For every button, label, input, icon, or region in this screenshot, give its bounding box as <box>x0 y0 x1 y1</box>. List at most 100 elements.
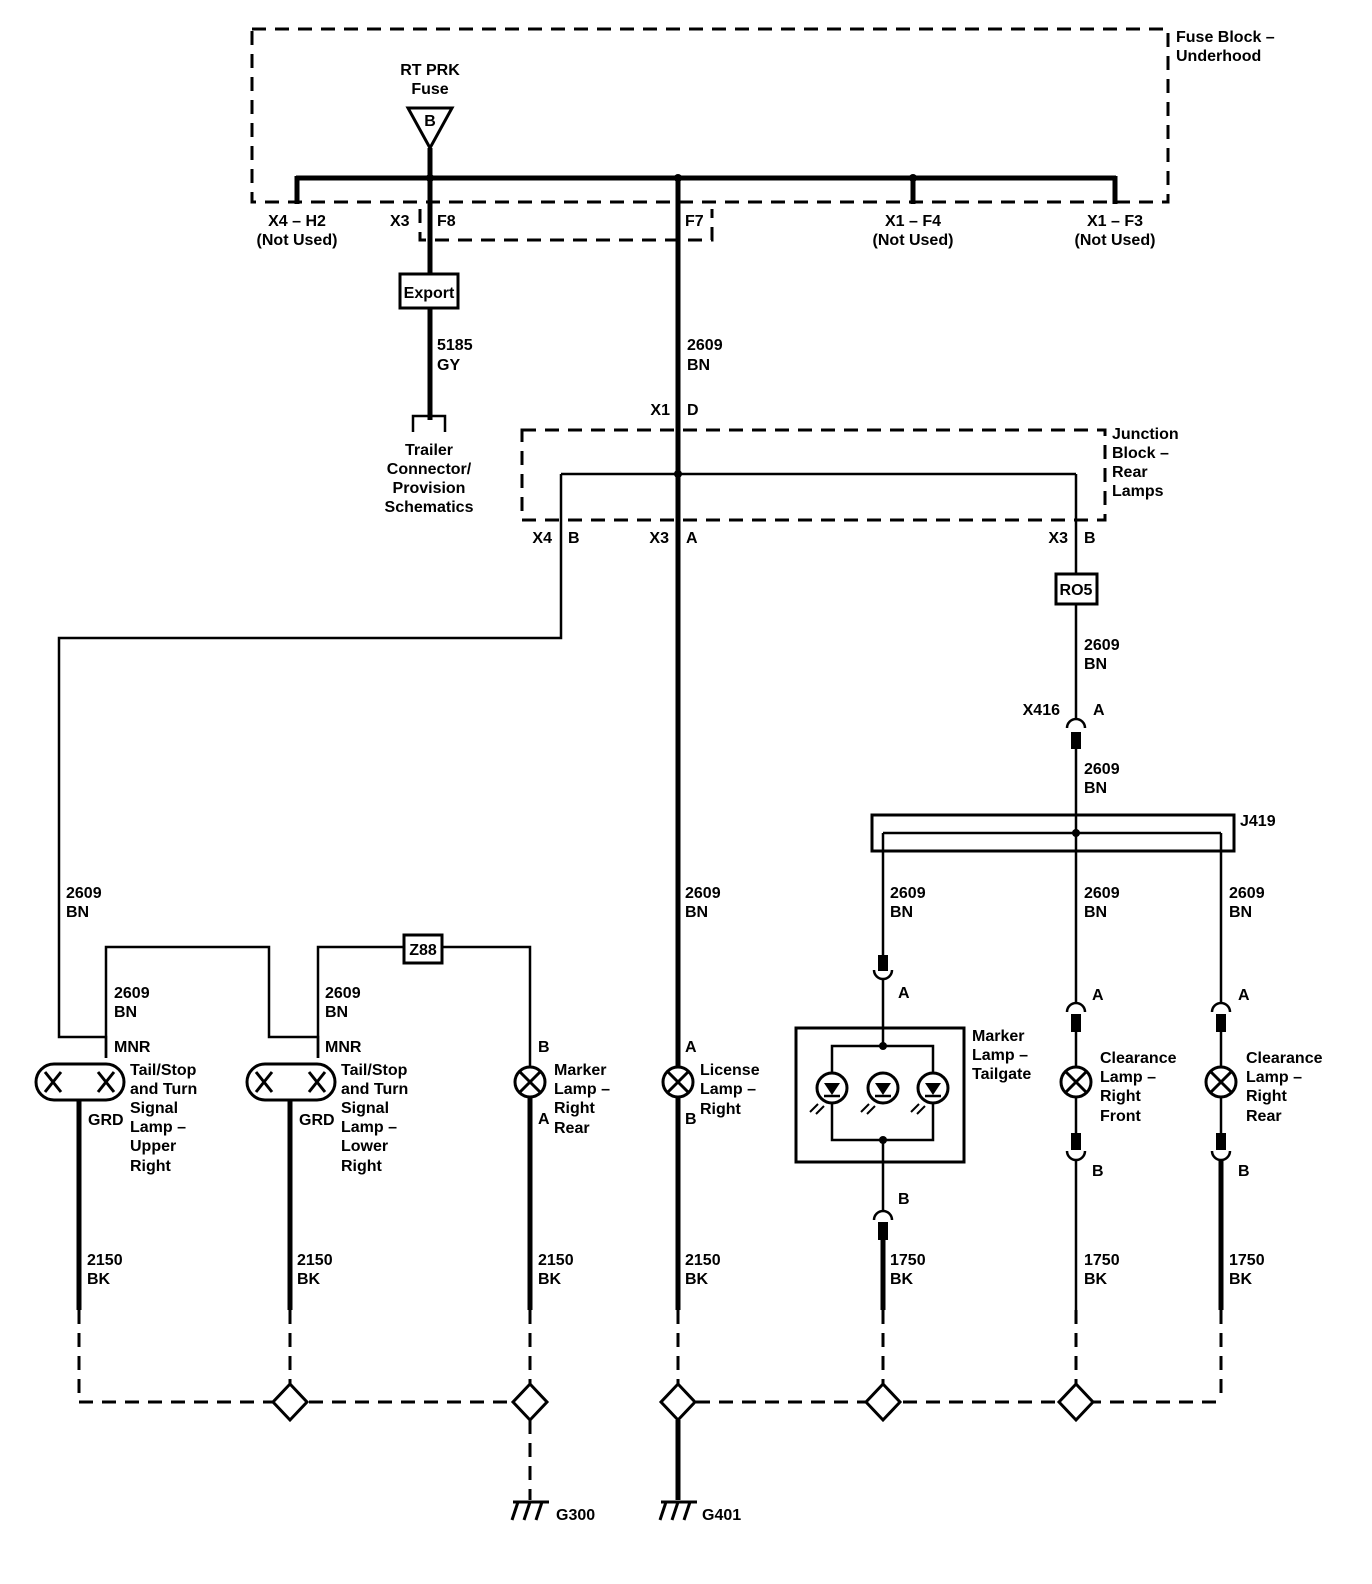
wire-2609-z88 <box>316 945 404 1058</box>
lower-name-1: Tail/Stop <box>341 1062 408 1079</box>
jb-pin-x4: X4 <box>532 530 552 547</box>
ground-splice-diamond <box>510 1381 550 1423</box>
jb-pin-x3b: X3 <box>1048 530 1068 547</box>
wire-1750-clear-rear-color: BK <box>1229 1271 1253 1288</box>
tailgate-name-1: Marker <box>972 1028 1024 1045</box>
junction-block-title-1: Junction <box>1112 426 1179 443</box>
junction-block-boundary <box>520 428 1107 522</box>
lower-name-5: Lower <box>341 1138 388 1155</box>
tailgate-pin-b-female <box>872 1209 894 1221</box>
lower-grd: GRD <box>299 1112 335 1129</box>
wire-1750-clear-front-num: 1750 <box>1084 1252 1120 1269</box>
pin-x3: X3 <box>390 213 410 230</box>
j419-label: J419 <box>1240 813 1276 830</box>
clear-rear-pin-b: B <box>1238 1163 1250 1180</box>
upper-mnr: MNR <box>114 1039 151 1056</box>
tailgate-pin-a-male <box>878 955 888 971</box>
x416-pin: A <box>1093 702 1105 719</box>
ground-splice-diamond <box>863 1381 903 1423</box>
wire-2150-marker-num: 2150 <box>538 1252 574 1269</box>
marker-rr-name-3: Right <box>554 1100 596 1117</box>
marker-lamp-tailgate <box>794 1026 966 1164</box>
fuse-terminal: B <box>424 113 436 130</box>
wire-lower-color: BN <box>325 1004 348 1021</box>
z88-label: Z88 <box>409 942 437 959</box>
x416-connector-male <box>1071 732 1081 749</box>
jb-input-pin: D <box>687 402 699 419</box>
wire-5185-color: GY <box>437 357 460 374</box>
marker-rr-name-4: Rear <box>554 1120 590 1137</box>
wire-5185-num: 5185 <box>437 337 473 354</box>
ground-splice-diamond <box>658 1381 698 1423</box>
wire-2150-license-num: 2150 <box>685 1252 721 1269</box>
wire-1750-tailgate-num: 1750 <box>890 1252 926 1269</box>
lower-mnr: MNR <box>325 1039 362 1056</box>
wire-license-color: BN <box>685 904 708 921</box>
wire-2150-upper-num: 2150 <box>87 1252 123 1269</box>
tailgate-pin-b-male <box>878 1222 888 1240</box>
wire-2609-left-color: BN <box>66 904 89 921</box>
license-name-1: License <box>700 1062 760 1079</box>
wire-2609-left <box>57 474 563 1058</box>
led-icon <box>910 1071 950 1115</box>
wire-2609-left-num: 2609 <box>66 885 102 902</box>
wire-clear-rear-color: BN <box>1229 904 1252 921</box>
fuse-label-2: Fuse <box>411 81 448 98</box>
pin-x1-f3: X1 – F3 <box>1087 213 1143 230</box>
clear-front-pin-b-male <box>1071 1133 1081 1150</box>
clear-rear-pin-b-male <box>1216 1133 1226 1150</box>
marker-rr-pin-top: B <box>538 1039 550 1056</box>
tailgate-name-2: Lamp – <box>972 1047 1028 1064</box>
lamp-x <box>518 1070 542 1094</box>
splice-dot <box>909 174 917 182</box>
upper-name-2: and Turn <box>130 1081 197 1098</box>
wire-x416-color: BN <box>1084 780 1107 797</box>
wire-clear-front-color: BN <box>1084 904 1107 921</box>
lower-name-6: Right <box>341 1158 383 1175</box>
x3-connector-boundary <box>418 209 714 242</box>
fuse-block-title-2: Underhood <box>1176 48 1261 65</box>
tailgate-pin-b: B <box>898 1191 910 1208</box>
fuse-label-1: RT PRK <box>400 62 460 79</box>
lamp-filament-x <box>43 1071 116 1093</box>
wire-ro5-num: 2609 <box>1084 637 1120 654</box>
clear-rear-pin-a-female <box>1210 1001 1232 1013</box>
wire-2150-marker-color: BK <box>538 1271 562 1288</box>
trailer-ref-1: Trailer <box>405 442 453 459</box>
fuse-block-boundary <box>250 27 1170 204</box>
ground-splice-diamond <box>270 1381 310 1423</box>
upper-name-4: Lamp – <box>130 1119 186 1136</box>
led-icon <box>809 1071 849 1115</box>
clear-front-pin-a-male <box>1071 1014 1081 1032</box>
wire-2150-lower-num: 2150 <box>297 1252 333 1269</box>
lower-name-3: Signal <box>341 1100 389 1117</box>
chassis-ground-icon <box>658 1500 697 1521</box>
pin-f8: F8 <box>437 213 456 230</box>
tailgate-name-3: Tailgate <box>972 1066 1031 1083</box>
marker-rr-pin-bot: A <box>538 1111 550 1128</box>
wire-2609-marker-rr <box>442 945 532 1066</box>
fuse-symbol <box>405 106 455 152</box>
license-pin-bot: B <box>685 1111 697 1128</box>
upper-name-1: Tail/Stop <box>130 1062 197 1079</box>
license-name-3: Right <box>700 1101 742 1118</box>
clear-front-name-2: Lamp – <box>1100 1069 1156 1086</box>
clear-rear-name-4: Rear <box>1246 1108 1282 1125</box>
pin-x4-h2: X4 – H2 <box>268 213 326 230</box>
upper-grd: GRD <box>88 1112 124 1129</box>
pin-x1-f4: X1 – F4 <box>885 213 941 230</box>
upper-name-6: Right <box>130 1158 172 1175</box>
clear-front-name-4: Front <box>1100 1108 1142 1125</box>
trailer-ref-4: Schematics <box>385 499 474 516</box>
ground-g300-label: G300 <box>556 1507 595 1524</box>
pin-x1-f3-note: (Not Used) <box>1075 232 1156 249</box>
chassis-ground-icon <box>510 1500 549 1521</box>
clear-rear-pin-b-female <box>1210 1150 1232 1162</box>
lamp-x <box>1064 1070 1088 1094</box>
wire-2150-upper-color: BK <box>87 1271 111 1288</box>
wire-clear-front-num: 2609 <box>1084 885 1120 902</box>
wire-license-num: 2609 <box>685 885 721 902</box>
upper-name-3: Signal <box>130 1100 178 1117</box>
clear-rear-name-2: Lamp – <box>1246 1069 1302 1086</box>
